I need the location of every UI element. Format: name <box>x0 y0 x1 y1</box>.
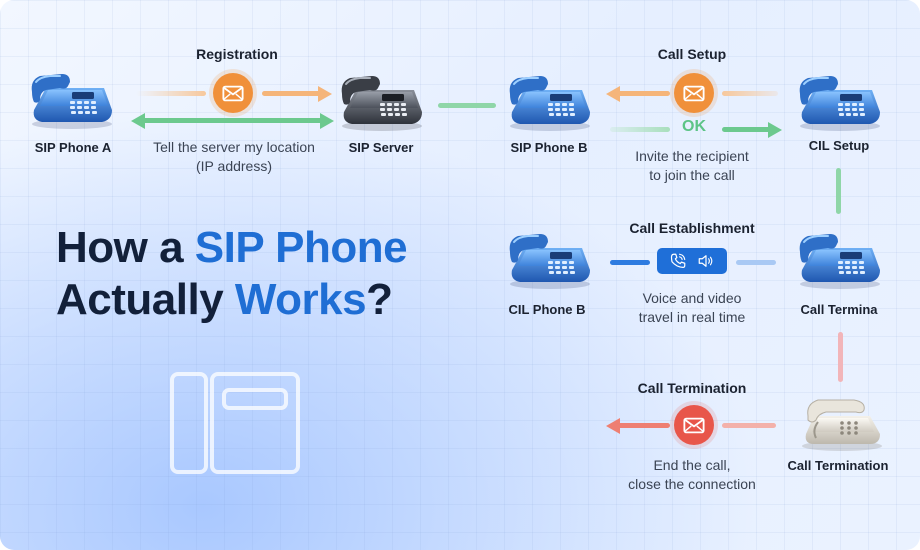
call-termination-connector <box>722 423 776 428</box>
registration-double-arrow <box>142 118 324 123</box>
call-termination-message-badge <box>674 405 714 445</box>
registration-desc-line: (IP address) <box>196 158 272 174</box>
envelope-icon <box>683 417 705 434</box>
desk-phone-icon <box>26 70 116 130</box>
headline-text: Actually <box>56 275 235 324</box>
call-establishment-desc-line: Voice and video <box>642 290 742 306</box>
registration-description: Tell the server my location (IP address) <box>134 138 334 176</box>
node-label-sip-server: SIP Server <box>348 140 414 155</box>
node-label-call-termina: Call Termina <box>800 302 878 317</box>
call-setup-desc-line: to join the call <box>649 167 735 183</box>
registration-title: Registration <box>196 46 278 62</box>
call-termination-description: End the call, close the connection <box>600 456 784 494</box>
call-establishment-line-right <box>736 260 776 265</box>
call-setup-ok-arrow <box>722 127 772 132</box>
call-establishment-description: Voice and video travel in real time <box>612 289 772 327</box>
establishment-to-termination-connector <box>838 332 843 382</box>
node-label-sip-phone-a: SIP Phone A <box>34 140 112 155</box>
headline-text: ? <box>366 275 393 324</box>
node-label-cil-phone-b: CIL Phone B <box>508 302 586 317</box>
media-stream-badge <box>657 248 727 274</box>
envelope-icon <box>683 85 705 102</box>
call-establishment-line-left <box>610 260 650 265</box>
desk-phone-icon <box>794 230 884 290</box>
arrow-right-icon <box>318 86 332 102</box>
headline-accent: SIP Phone <box>194 223 408 272</box>
headline-line-1: How a SIP Phone <box>56 222 408 274</box>
node-label-call-termination: Call Termination <box>787 458 889 473</box>
call-termination-arrow-left <box>616 423 670 428</box>
desk-phone-icon <box>336 72 426 132</box>
desk-phone-icon <box>796 392 886 452</box>
call-setup-message-badge <box>674 73 714 113</box>
registration-connector <box>136 91 206 96</box>
call-setup-connector <box>722 91 778 96</box>
desk-phone-icon <box>504 230 594 290</box>
arrow-left-icon <box>131 113 145 129</box>
registration-desc-line: Tell the server my location <box>153 139 315 155</box>
envelope-icon <box>222 85 244 102</box>
call-setup-arrow-left <box>616 91 670 96</box>
call-setup-ok-line-left <box>610 127 670 132</box>
headline-line-2: Actually Works? <box>56 274 407 326</box>
call-setup-ok-label: OK <box>682 118 706 135</box>
call-setup-title: Call Setup <box>657 46 727 62</box>
arrow-left-icon <box>606 418 620 434</box>
call-termination-desc-line: End the call, <box>653 457 731 473</box>
decorative-phone-outline-icon <box>170 372 300 474</box>
node-label-sip-phone-b: SIP Phone B <box>510 140 588 155</box>
server-to-phone-b-connector <box>438 103 496 108</box>
call-setup-desc-line: Invite the recipient <box>635 148 749 164</box>
headline: How a SIP Phone Actually Works? <box>56 222 408 326</box>
speaker-icon <box>698 255 713 267</box>
arrow-left-icon <box>606 86 620 102</box>
arrow-right-icon <box>320 113 334 129</box>
headline-text: How a <box>56 223 195 272</box>
call-establishment-title: Call Establishment <box>629 220 755 236</box>
call-establishment-desc-line: travel in real time <box>638 309 746 325</box>
phone-call-icon <box>670 253 686 268</box>
registration-message-badge <box>213 73 253 113</box>
registration-arrow-right <box>262 91 322 96</box>
headline-accent: Works <box>234 275 367 324</box>
call-termination-desc-line: close the connection <box>628 476 756 492</box>
node-label-cil-setup: CIL Setup <box>808 138 870 153</box>
arrow-right-icon <box>768 122 782 138</box>
call-termination-title: Call Termination <box>637 380 747 396</box>
call-setup-description: Invite the recipient to join the call <box>612 147 772 185</box>
setup-to-establishment-connector <box>836 168 841 214</box>
desk-phone-icon <box>504 72 594 132</box>
desk-phone-icon <box>794 72 884 132</box>
